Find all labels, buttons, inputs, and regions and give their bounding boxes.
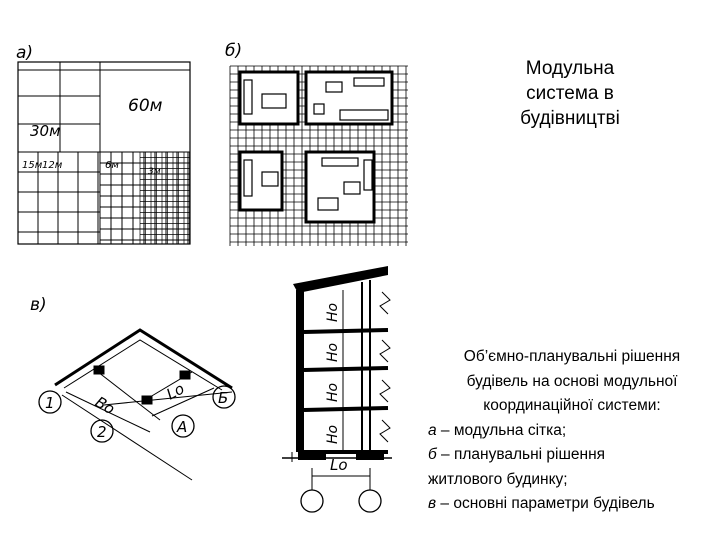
caption-item-text: – модульна сітка; <box>436 421 567 439</box>
building-section-panel <box>282 266 392 513</box>
caption-item: в – основні параметри будівель <box>428 492 716 517</box>
modular-grid-panel <box>17 61 191 245</box>
panel-label-b: б) <box>225 41 242 61</box>
section-Ho-3: Ho <box>325 383 341 402</box>
caption-heading-line: Об’ємно-планувальні рішення <box>463 348 681 365</box>
figure-caption: Об’ємно-планувальні рішення будівель на … <box>428 345 716 517</box>
panel-label-v: в) <box>30 295 47 315</box>
caption-item-text: – планувальні рішення <box>436 446 606 463</box>
axis-bubble-2: 2 <box>97 423 107 441</box>
title-line: будівництві <box>520 108 620 129</box>
section-Lo: Lо <box>330 456 348 474</box>
section-Ho-4: Ho <box>325 425 341 444</box>
panel-label-a: а) <box>16 43 33 63</box>
caption-item-text: житлового будинку; <box>428 470 568 488</box>
title-line: система в <box>526 83 614 104</box>
section-Ho-2: Ho <box>325 343 341 362</box>
caption-heading-line: будівель на основі модульної <box>466 372 678 390</box>
caption-item-letter: б <box>428 446 437 463</box>
caption-item-letter: в <box>428 495 437 512</box>
caption-heading-line: координаційної системи: <box>483 397 661 414</box>
caption-item: а – модульна сітка; <box>428 419 716 444</box>
grid-label-12m: 12м <box>42 160 63 171</box>
section-Ho-1: Ho <box>325 303 341 322</box>
grid-label-60m: 60м <box>128 96 163 116</box>
caption-item: б – планувальні рішення <box>428 443 716 468</box>
caption-item: житлового будинку; <box>428 468 716 493</box>
axis-bubble-A: А <box>176 418 187 436</box>
slide-title: Модульна система в будівництві <box>470 56 670 131</box>
grid-label-30m: 30м <box>30 122 60 140</box>
axes-plan-panel <box>38 328 236 481</box>
caption-item-text: – основні параметри будівель <box>436 495 655 512</box>
axis-bubble-1: 1 <box>45 394 55 412</box>
grid-label-3m: 3м <box>148 167 161 177</box>
grid-label-15m: 15м <box>22 160 43 171</box>
axis-bubble-B: Б <box>218 389 228 407</box>
title-line: Модульна <box>525 58 615 79</box>
caption-item-letter: а <box>428 421 437 439</box>
apartment-plan-panel <box>229 65 408 246</box>
grid-label-6m: 6м <box>105 160 119 171</box>
dimension-Lo-plan: Lо <box>163 379 187 403</box>
